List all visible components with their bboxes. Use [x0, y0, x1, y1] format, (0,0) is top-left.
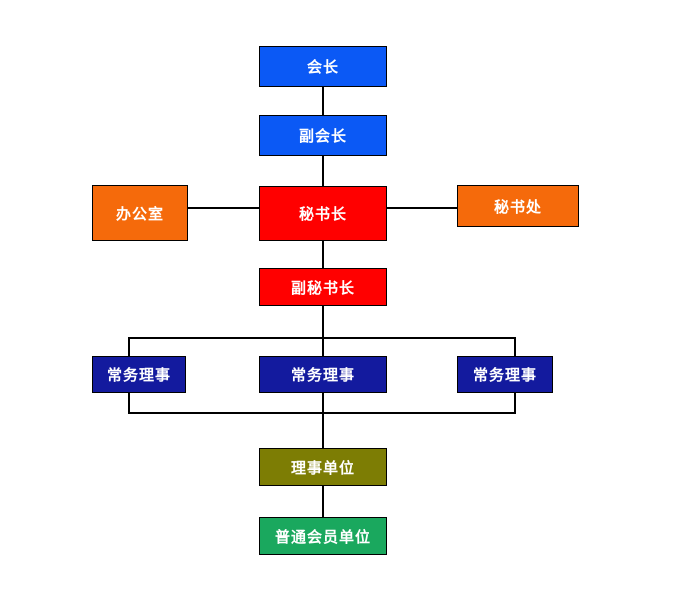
- connector-line: [386, 207, 458, 209]
- deputy-secretary-general-node: 副秘书长: [259, 268, 387, 306]
- office-node: 办公室: [92, 185, 188, 241]
- vice-president-node: 副会长: [259, 115, 387, 156]
- executive-director-node: 常务理事: [259, 356, 387, 393]
- connector-line: [322, 306, 324, 338]
- connector-line: [128, 337, 130, 356]
- connector-line: [322, 156, 324, 186]
- director-units-node: 理事单位: [259, 448, 387, 486]
- connector-line: [514, 393, 516, 414]
- connector-line: [322, 241, 324, 268]
- connector-line: [128, 393, 130, 414]
- connector-line: [322, 486, 324, 517]
- connector-line: [322, 337, 324, 356]
- general-member-units-node: 普通会员单位: [259, 517, 387, 555]
- executive-director-node: 常务理事: [92, 356, 186, 393]
- secretariat-node: 秘书处: [457, 185, 579, 227]
- executive-director-node: 常务理事: [457, 356, 553, 393]
- connector-line: [188, 207, 260, 209]
- president-node: 会长: [259, 46, 387, 87]
- connector-line: [514, 337, 516, 356]
- secretary-general-node: 秘书长: [259, 186, 387, 241]
- connector-line: [322, 393, 324, 448]
- connector-line: [322, 87, 324, 115]
